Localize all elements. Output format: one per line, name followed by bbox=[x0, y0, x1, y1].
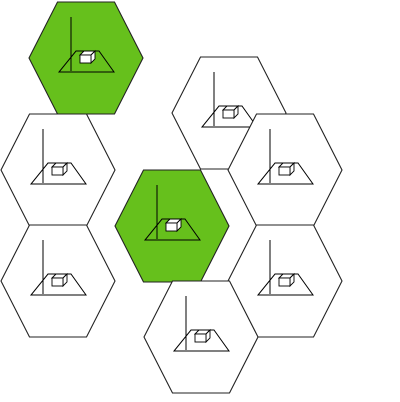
cell-center bbox=[114, 169, 230, 283]
ground-plane bbox=[200, 105, 258, 128]
box-front bbox=[194, 333, 207, 343]
base-station-icon bbox=[172, 296, 230, 352]
box-front bbox=[222, 109, 235, 119]
box-front bbox=[278, 277, 291, 287]
ground-plane bbox=[29, 273, 87, 296]
box-front bbox=[51, 166, 64, 176]
base-station-icon bbox=[29, 129, 87, 185]
base-station-icon bbox=[143, 185, 201, 241]
base-station-icon bbox=[200, 72, 258, 128]
ground-plane bbox=[172, 329, 230, 352]
base-station-icon bbox=[256, 240, 314, 296]
base-station-icon bbox=[256, 129, 314, 185]
base-station-icon bbox=[29, 240, 87, 296]
ground-plane bbox=[143, 218, 201, 241]
box-front bbox=[278, 166, 291, 176]
box-front bbox=[51, 277, 64, 287]
ground-plane bbox=[57, 50, 115, 73]
ground-plane bbox=[29, 162, 87, 185]
base-station-icon bbox=[57, 17, 115, 73]
cell-top-left bbox=[28, 1, 144, 115]
cell-right bbox=[227, 113, 343, 227]
ground-plane bbox=[256, 273, 314, 296]
ground-plane bbox=[256, 162, 314, 185]
box-front bbox=[165, 222, 178, 232]
cell-left bbox=[0, 113, 116, 227]
box-front bbox=[79, 54, 92, 64]
cell-bottom bbox=[143, 280, 259, 394]
cell-lower-left bbox=[0, 224, 116, 338]
